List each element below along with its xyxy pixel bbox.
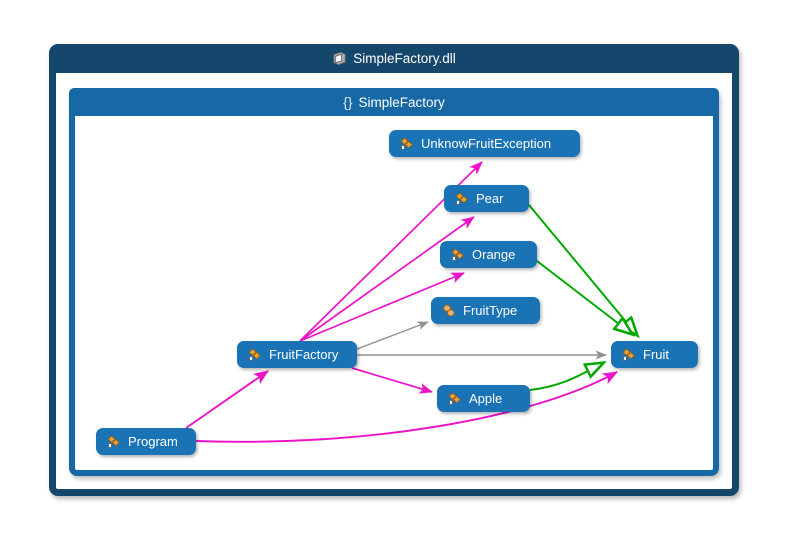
node-fruitfactory[interactable]: FruitFactory	[237, 341, 357, 368]
assembly-title-label: SimpleFactory.dll	[353, 51, 456, 66]
assembly-icon	[333, 52, 346, 65]
node-fruittype[interactable]: FruitType	[431, 297, 540, 324]
namespace-title-label: SimpleFactory	[358, 94, 445, 110]
class-icon	[248, 347, 261, 361]
assembly-title-bar[interactable]: SimpleFactory.dll	[56, 44, 732, 73]
node-unknowfruitexception[interactable]: UnknowFruitException	[389, 130, 580, 157]
class-icon	[451, 247, 464, 261]
node-label: Apple	[469, 391, 503, 406]
node-label: Program	[128, 434, 178, 449]
node-label: FruitFactory	[269, 347, 339, 362]
node-program[interactable]: Program	[96, 428, 196, 455]
namespace-braces-icon: {}	[343, 94, 353, 110]
node-orange[interactable]: Orange	[440, 241, 537, 268]
node-fruit[interactable]: Fruit	[611, 341, 698, 368]
node-label: FruitType	[463, 303, 518, 318]
node-pear[interactable]: Pear	[444, 185, 529, 212]
class-icon	[107, 434, 120, 448]
enum-icon	[443, 304, 455, 316]
class-icon	[622, 347, 635, 361]
node-label: Orange	[472, 247, 516, 262]
class-icon	[455, 191, 468, 205]
node-apple[interactable]: Apple	[437, 385, 530, 412]
namespace-title-bar[interactable]: {} SimpleFactory	[69, 88, 719, 116]
node-label: Fruit	[643, 347, 669, 362]
class-icon	[400, 136, 413, 150]
node-label: UnknowFruitException	[421, 136, 552, 151]
node-label: Pear	[476, 191, 504, 206]
class-icon	[448, 391, 461, 405]
